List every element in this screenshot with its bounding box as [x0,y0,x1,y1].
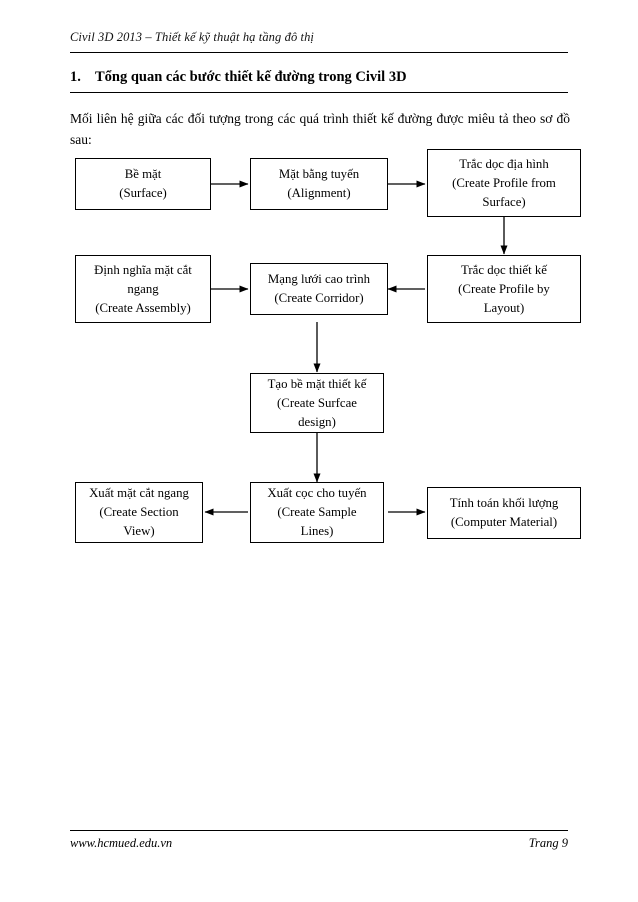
node-profile-by-layout-line2: (Create Profile by [458,281,550,296]
node-profile-from-surface-line2: (Create Profile from [452,175,556,190]
footer-url: www.hcmued.edu.vn [70,836,173,850]
node-sample-lines: Xuất cọc cho tuyến (Create Sample Lines) [250,482,384,543]
node-surface-design-line1: Tạo bề mặt thiết kế [267,376,367,391]
footer-page-number: Trang 9 [528,836,568,850]
node-material-line1: Tính toán khối lượng [449,496,559,510]
page-header: Civil 3D 2013 – Thiết kế kỹ thuật hạ tần… [70,30,315,44]
node-surface: Bề mặt (Surface) [75,158,211,210]
node-corridor-line1: Mạng lưới cao trình [267,272,371,286]
node-profile-from-surface: Trắc dọc địa hình (Create Profile from S… [427,149,581,217]
node-surface-line2: (Surface) [119,186,167,200]
node-surface-design: Tạo bề mặt thiết kế (Create Surfcae desi… [250,373,384,433]
node-assembly-line3: (Create Assembly) [95,300,191,315]
node-section-view-line2: (Create Section [99,505,179,519]
node-profile-by-layout-line1: Trắc dọc thiết kế [461,262,547,277]
node-sample-lines-line1: Xuất cọc cho tuyến [267,486,367,500]
node-corridor: Mạng lưới cao trình (Create Corridor) [250,263,388,315]
node-profile-from-surface-line3: Surface) [482,194,526,209]
node-alignment-line1: Mặt bằng tuyến [278,167,360,181]
node-sample-lines-line2: (Create Sample [277,505,357,519]
node-sample-lines-line3: Lines) [300,524,334,538]
node-corridor-line2: (Create Corridor) [274,291,364,305]
node-material-line2: (Computer Material) [450,515,558,529]
node-surface-design-line2: (Create Surfcae [277,395,357,410]
node-profile-by-layout-line3: Layout) [483,300,525,315]
node-alignment-line2: (Alignment) [287,186,351,200]
section-number: 1. [70,69,81,85]
node-section-view-line3: View) [123,524,155,538]
section-divider [70,92,568,93]
node-material: Tính toán khối lượng (Computer Material) [427,487,581,539]
node-assembly: Định nghĩa mặt cắt ngang (Create Assembl… [75,255,211,323]
node-assembly-line1: Định nghĩa mặt cắt [94,262,192,277]
header-divider [70,52,568,53]
footer-divider [70,830,568,831]
node-profile-by-layout: Trắc dọc thiết kế (Create Profile by Lay… [427,255,581,323]
node-alignment: Mặt bằng tuyến (Alignment) [250,158,388,210]
node-section-view: Xuất mặt cắt ngang (Create Section View) [75,482,203,543]
node-assembly-line2: ngang [127,281,159,296]
node-profile-from-surface-line1: Trắc dọc địa hình [459,156,549,171]
node-section-view-line1: Xuất mặt cắt ngang [89,486,189,500]
node-surface-design-line3: design) [298,414,336,429]
page-title: Tổng quan các bước thiết kế đường trong … [95,69,407,85]
node-surface-line1: Bề mặt [124,167,162,181]
intro-paragraph: Mối liên hệ giữa các đối tượng trong các… [70,111,570,147]
